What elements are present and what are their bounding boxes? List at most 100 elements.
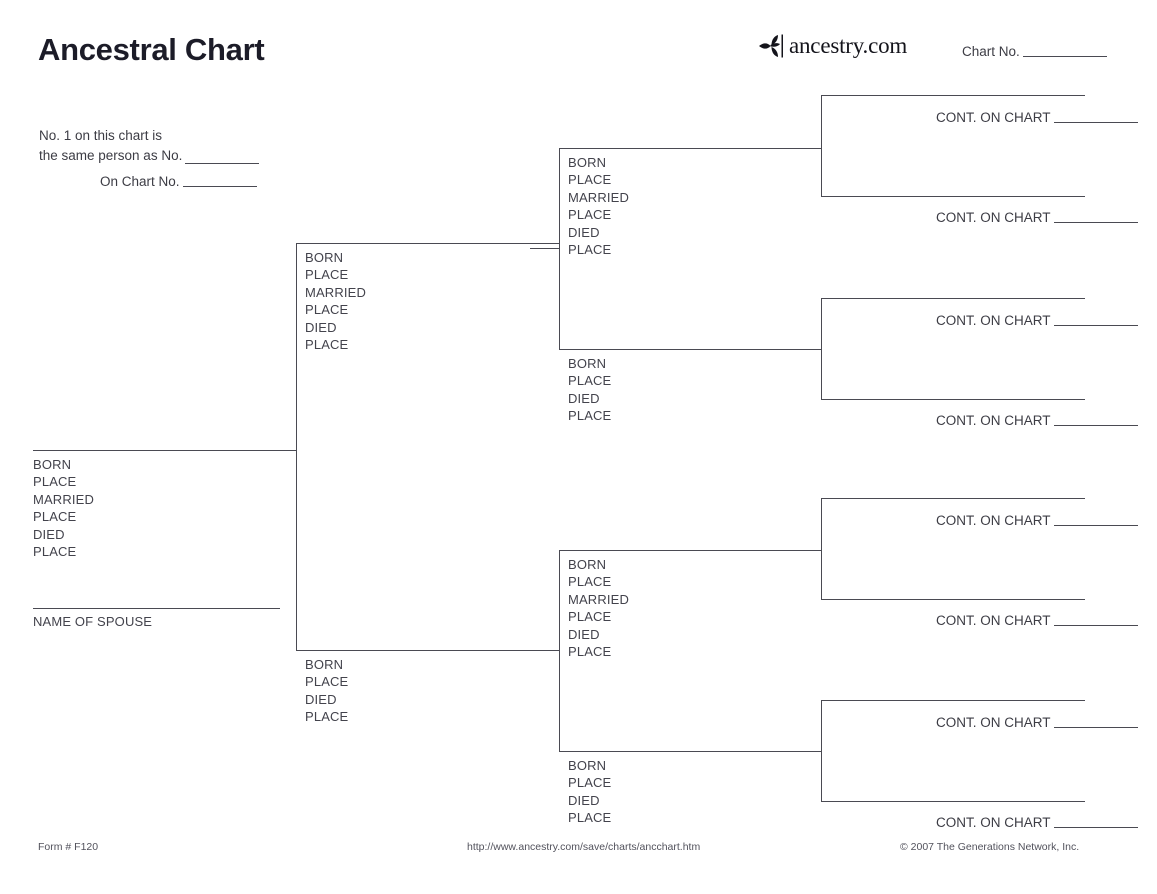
person1-name-line[interactable]	[33, 450, 297, 451]
cont-on-chart-5[interactable]: CONT. ON CHART	[936, 513, 1138, 528]
field-born: BORN	[568, 758, 607, 773]
footer-url[interactable]: http://www.ancestry.com/save/charts/ancc…	[467, 841, 701, 853]
cont-label-text: CONT. ON CHART	[936, 110, 1051, 125]
gen4-bracket-2-spine	[821, 298, 822, 399]
field-born: BORN	[305, 657, 344, 672]
cont-blank-8[interactable]	[1053, 827, 1138, 828]
person1-fields: BORN PLACE MARRIED PLACE DIED PLACE	[33, 456, 94, 560]
field-place: PLACE	[33, 474, 77, 490]
field-married: MARRIED	[33, 491, 94, 507]
footer-form-number: Form # F120	[38, 841, 99, 853]
person10-name-line[interactable]	[821, 298, 1085, 299]
field-died: DIED	[568, 626, 600, 642]
cont-label-text: CONT. ON CHART	[936, 513, 1051, 528]
person5-fields: BORN PLACE DIED PLACE	[568, 355, 611, 425]
cont-blank-1[interactable]	[1053, 122, 1138, 123]
field-place: PLACE	[305, 709, 349, 725]
same-person-note: No. 1 on this chart is the same person a…	[39, 126, 260, 166]
cont-on-chart-2[interactable]: CONT. ON CHART	[936, 210, 1138, 225]
field-place: PLACE	[568, 574, 612, 590]
person8-name-line[interactable]	[821, 95, 1085, 96]
same-person-blank[interactable]	[185, 163, 260, 164]
cont-label-text: CONT. ON CHART	[936, 815, 1051, 830]
person15-name-line[interactable]	[821, 801, 1085, 802]
cont-blank-2[interactable]	[1053, 222, 1138, 223]
person5-name-line[interactable]	[559, 349, 821, 350]
person6-name-line[interactable]	[559, 550, 821, 551]
page-title: Ancestral Chart	[38, 32, 265, 67]
same-person-label: the same person as No.	[39, 148, 183, 163]
person2-fields: BORN PLACE MARRIED PLACE DIED PLACE	[305, 249, 366, 353]
cont-on-chart-6[interactable]: CONT. ON CHART	[936, 613, 1138, 628]
field-place: PLACE	[305, 302, 349, 318]
person14-name-line[interactable]	[821, 700, 1085, 701]
connector-gen3-to-gen4-4	[797, 751, 822, 752]
field-born: BORN	[568, 155, 607, 170]
person4-name-line[interactable]	[559, 148, 821, 149]
field-place: PLACE	[568, 408, 612, 424]
gen4-bracket-3-spine	[821, 498, 822, 599]
cont-on-chart-1[interactable]: CONT. ON CHART	[936, 110, 1138, 125]
cont-label-text: CONT. ON CHART	[936, 413, 1051, 428]
field-place: PLACE	[568, 172, 612, 188]
on-chart-blank[interactable]	[182, 186, 257, 187]
field-place: PLACE	[305, 336, 349, 352]
field-place: PLACE	[568, 775, 612, 791]
cont-blank-5[interactable]	[1053, 525, 1138, 526]
field-born: BORN	[568, 356, 607, 371]
cont-on-chart-4[interactable]: CONT. ON CHART	[936, 413, 1138, 428]
field-married: MARRIED	[568, 591, 629, 607]
same-person-line-2[interactable]: the same person as No.	[39, 146, 260, 166]
field-place: PLACE	[568, 810, 612, 826]
on-chart-label: On Chart No.	[100, 174, 180, 189]
cont-on-chart-8[interactable]: CONT. ON CHART	[936, 815, 1138, 830]
field-died: DIED	[568, 390, 600, 406]
spouse-name-line[interactable]	[33, 608, 280, 609]
field-died: DIED	[33, 526, 65, 542]
footer-copyright: © 2007 The Generations Network, Inc.	[900, 841, 1080, 853]
field-place: PLACE	[33, 543, 77, 559]
person12-name-line[interactable]	[821, 498, 1085, 499]
field-born: BORN	[305, 250, 344, 265]
chart-no-field[interactable]: Chart No.	[962, 44, 1107, 59]
person6-fields: BORN PLACE MARRIED PLACE DIED PLACE	[568, 556, 629, 660]
gen2-bracket-spine	[296, 243, 297, 651]
on-chart-no-field[interactable]: On Chart No.	[100, 174, 257, 189]
gen4-bracket-1-spine	[821, 95, 822, 196]
person3-fields: BORN PLACE DIED PLACE	[305, 656, 348, 726]
cont-blank-6[interactable]	[1053, 625, 1138, 626]
field-born: BORN	[568, 557, 607, 572]
connector-gen2-to-gen3-upper	[530, 248, 560, 249]
gen4-bracket-4-spine	[821, 700, 822, 801]
chart-no-label: Chart No.	[962, 44, 1020, 59]
cont-label-text: CONT. ON CHART	[936, 613, 1051, 628]
cont-on-chart-7[interactable]: CONT. ON CHART	[936, 715, 1138, 730]
field-died: DIED	[568, 224, 600, 240]
person9-name-line[interactable]	[821, 196, 1085, 197]
person2-name-line[interactable]	[296, 243, 560, 244]
connector-gen2-to-gen3-lower	[530, 650, 560, 651]
field-born: BORN	[33, 457, 72, 472]
field-married: MARRIED	[305, 284, 366, 300]
connector-gen3-to-gen4-2	[797, 349, 822, 350]
cont-blank-7[interactable]	[1053, 727, 1138, 728]
field-place: PLACE	[305, 267, 349, 283]
ancestry-logo: ancestry.com	[758, 31, 907, 61]
field-place: PLACE	[568, 609, 612, 625]
person11-name-line[interactable]	[821, 399, 1085, 400]
cont-label-text: CONT. ON CHART	[936, 210, 1051, 225]
field-place: PLACE	[568, 207, 612, 223]
field-place: PLACE	[305, 674, 349, 690]
person7-name-line[interactable]	[559, 751, 821, 752]
chart-no-blank[interactable]	[1022, 56, 1107, 57]
cont-blank-3[interactable]	[1053, 325, 1138, 326]
field-died: DIED	[305, 691, 337, 707]
cont-on-chart-3[interactable]: CONT. ON CHART	[936, 313, 1138, 328]
person13-name-line[interactable]	[821, 599, 1085, 600]
field-place: PLACE	[568, 241, 612, 257]
cont-label-text: CONT. ON CHART	[936, 715, 1051, 730]
person3-name-line[interactable]	[296, 650, 560, 651]
cont-blank-4[interactable]	[1053, 425, 1138, 426]
connector-gen3-to-gen4-1	[797, 148, 822, 149]
